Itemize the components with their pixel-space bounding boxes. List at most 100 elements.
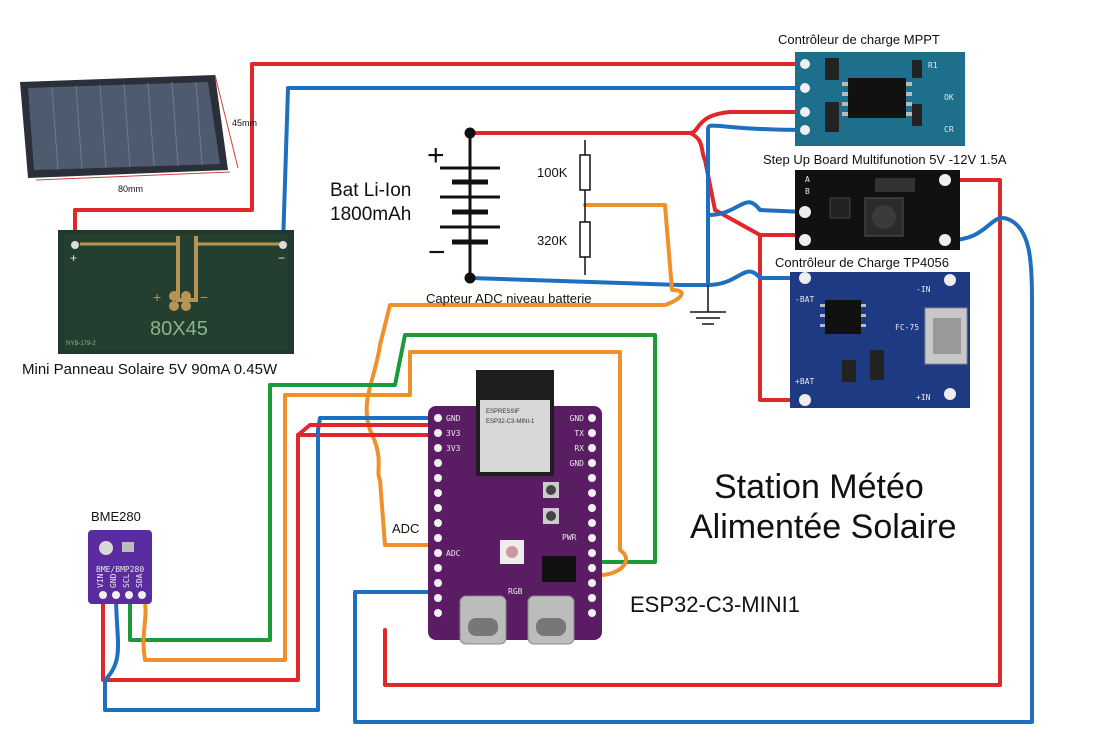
wire-adc-orange: [364, 203, 684, 547]
bme-pin-label-0: VIN: [96, 573, 105, 588]
esp-left-pin-5: [434, 489, 442, 497]
title-line-2: Alimentée Solaire: [690, 508, 956, 546]
ground-icon: [690, 285, 726, 325]
esp-right-pin-label-3: GND: [570, 459, 585, 468]
mppt-silk-cr: CR: [944, 125, 954, 134]
esp-left-pin-label-9: ADC: [446, 549, 461, 558]
stepup-board: A B: [795, 170, 960, 250]
wire-red-3v3: [296, 423, 442, 437]
esp-left-pin-label-1: 3V3: [446, 429, 461, 438]
mppt-board: R1 OK CR: [795, 52, 965, 146]
battery-symbol: [440, 127, 500, 284]
esp-left-pin-8: [434, 534, 442, 542]
bme-pin-label-2: SCL: [122, 573, 131, 588]
wire-blue-bme: [103, 416, 442, 712]
battery-label-2: 1800mAh: [330, 204, 411, 225]
esp-right-pin-12: [588, 594, 596, 602]
wires: [73, 62, 1034, 724]
esp-right-pin-5: [588, 489, 596, 497]
esp-right-pin-1: [588, 429, 596, 437]
tp4056-silk-batm: -BAT: [795, 295, 814, 304]
wire-bat-minus: [468, 123, 807, 287]
esp-left-pin-0: [434, 414, 442, 422]
esp-left-pin-6: [434, 504, 442, 512]
solar-panel-label: Mini Panneau Solaire 5V 90mA 0.45W: [22, 361, 278, 378]
esp-left-pin-11: [434, 579, 442, 587]
esp-right-pin-9: [588, 549, 596, 557]
battery-minus-sign: −: [428, 236, 446, 269]
bme-silk: BME/BMP280: [96, 565, 144, 574]
wire-green-1: [128, 333, 657, 642]
esp-right-pin-label-1: TX: [574, 429, 584, 438]
wire-stepup-out-blue: [353, 216, 1034, 724]
stepup-label: Step Up Board Multifunotion 5V -12V 1.5A: [763, 152, 1007, 167]
esp-right-pin-7: [588, 519, 596, 527]
esp-right-pin-6: [588, 504, 596, 512]
esp-right-pin-3: [588, 459, 596, 467]
tp4056-silk-batp: +BAT: [795, 377, 814, 386]
esp-left-pin-label-0: GND: [446, 414, 461, 423]
solar-panel-photo: 45mm 80mm: [20, 74, 257, 194]
esp-left-pin-3: [434, 459, 442, 467]
esp-right-pin-0: [588, 414, 596, 422]
esp-right-pin-10: [588, 564, 596, 572]
tp4056-silk-inp: +IN: [916, 393, 931, 402]
esp-left-pin-9: [434, 549, 442, 557]
module-brand: ESPRESSIF: [486, 409, 520, 415]
bme280-board: BME/BMP280 VIN GND SCL SDA: [88, 530, 152, 604]
esp-left-pin-10: [434, 564, 442, 572]
esp-right-pin-label-2: RX: [574, 444, 584, 453]
wire-orange-2: [141, 350, 629, 662]
bme-pin-label-1: GND: [109, 573, 118, 588]
esp-rgb-label: RGB: [508, 587, 523, 596]
module-model: ESP32-C3-MINI-1: [486, 419, 535, 425]
esp-left-pin-13: [434, 609, 442, 617]
tp4056-label: Contrôleur de Charge TP4056: [775, 255, 949, 270]
solar-board-plus: +: [153, 289, 161, 305]
battery-label-1: Bat Li-Ion: [330, 180, 411, 201]
esp-left-pin-7: [434, 519, 442, 527]
stepup-silk-b: B: [805, 187, 810, 196]
esp-left-pin-4: [434, 474, 442, 482]
wire-stepup-out-red: [383, 178, 1002, 687]
wire-red-bme: [101, 433, 442, 682]
solar-silk: NYB-179-2: [66, 341, 96, 347]
esp32-label: ESP32-C3-MINI1: [630, 592, 800, 617]
adc-sensor-label: Capteur ADC niveau batterie: [426, 291, 591, 306]
mppt-silk-ok: OK: [944, 93, 954, 102]
wire-bat-minus-2: [706, 200, 807, 217]
dim-width: 80mm: [118, 184, 143, 194]
bme-pins: VIN GND SCL SDA: [96, 573, 146, 599]
tp4056-silk-chip: FC-75: [895, 323, 919, 332]
wire-solar-minus: [281, 86, 807, 247]
esp-right-pin-2: [588, 444, 596, 452]
esp32-board: ESPRESSIF ESP32-C3-MINI-1 RGB PWR GND 3V3…: [428, 370, 602, 645]
esp-left-pin-1: [434, 429, 442, 437]
tp4056-board: -BAT +BAT -IN +IN FC-75: [790, 272, 970, 408]
dim-height: 45mm: [232, 118, 257, 128]
esp-right-pin-8: [588, 534, 596, 542]
resistor-320k: 320K: [537, 233, 568, 248]
solar-minus-terminal: −: [278, 251, 285, 265]
bme-pin-1: [112, 591, 120, 599]
stepup-silk-a: A: [805, 175, 810, 184]
esp-adc-label: ADC: [392, 521, 419, 536]
mppt-label: Contrôleur de charge MPPT: [778, 32, 940, 47]
wire-solar-plus: [73, 62, 807, 247]
solar-plus-terminal: +: [70, 251, 77, 265]
esp-left-pin-2: [434, 444, 442, 452]
bme-pin-label-3: SDA: [135, 573, 144, 588]
tp4056-silk-inm: -IN: [916, 285, 931, 294]
bme-pin-2: [125, 591, 133, 599]
battery-plus-sign: +: [427, 139, 445, 172]
resistor-divider: [579, 140, 591, 275]
solar-panel: 80X45 + − + − NYB-179-2: [58, 230, 294, 354]
esp-left-pin-12: [434, 594, 442, 602]
esp-right-pin-11: [588, 579, 596, 587]
esp-pwr-label: PWR: [562, 533, 577, 542]
mppt-silk-r1: R1: [928, 61, 938, 70]
esp-right-pin-13: [588, 609, 596, 617]
